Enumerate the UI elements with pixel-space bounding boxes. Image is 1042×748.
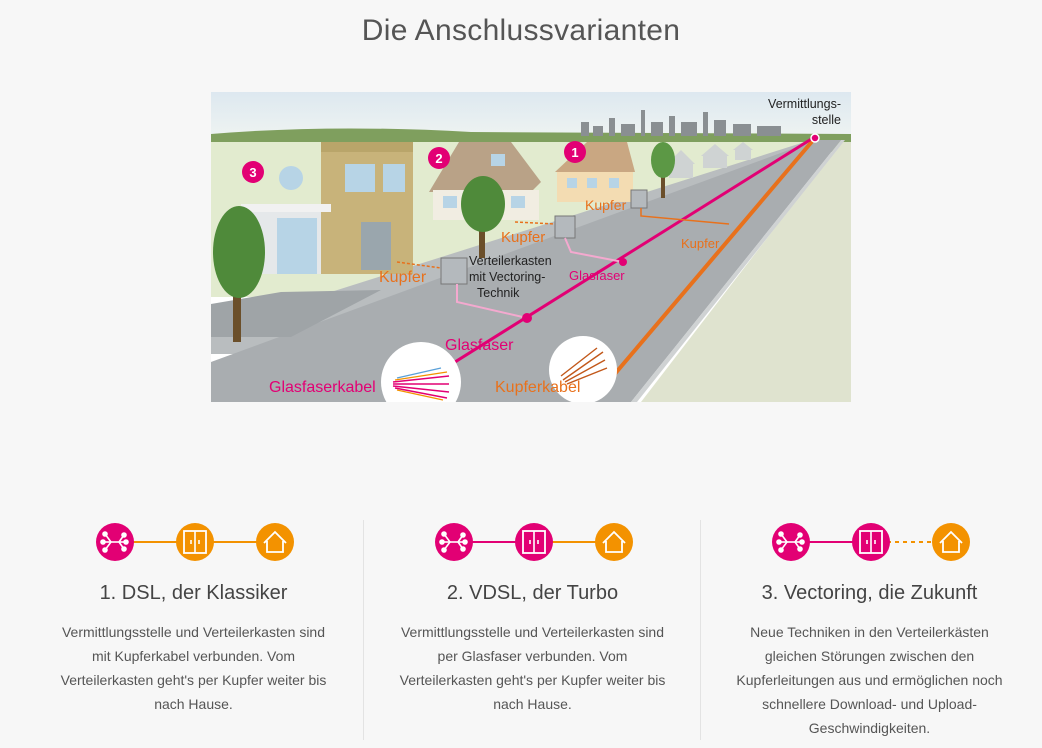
- cabinet-mid: [554, 215, 576, 239]
- variant-title: 1. DSL, der Klassiker: [99, 582, 288, 604]
- variant-vectoring: 3. Vectoring, die Zukunft Neue Techniken…: [700, 520, 1038, 740]
- house-1: [555, 142, 635, 202]
- label-cabinet-3: Technik: [477, 286, 520, 300]
- label-copper-house-1: Kupfer: [585, 197, 627, 213]
- label-copper-house-2: Kupfer: [501, 229, 545, 246]
- copper-house-2: [514, 221, 556, 225]
- network-icon: [435, 523, 473, 561]
- connection-chain: [772, 523, 970, 561]
- copper-branch-1: [640, 208, 730, 225]
- connection-chain: [435, 523, 633, 561]
- variant-description: Neue Techniken in den Verteilerkästen gl…: [736, 624, 1003, 736]
- label-cabinet: Verteilerkasten: [469, 254, 552, 268]
- label-cabinet-2: mit Vectoring-: [469, 270, 545, 284]
- label-copper-road: Kupfer: [681, 236, 720, 251]
- driveway: [211, 290, 381, 337]
- connection-illustration: 3 2 1 Vermittlungs- stelle Kupfer Kupfer…: [211, 92, 851, 402]
- cabinet-icon: [176, 523, 214, 561]
- fiber-node-2: [619, 258, 627, 266]
- label-fiber-big: Glasfaser: [445, 337, 514, 354]
- badge-3: 3: [242, 161, 264, 183]
- connection-chain: [96, 523, 294, 561]
- cabinet-main: [440, 257, 468, 285]
- sidewalk: [211, 140, 823, 354]
- variant-description: Vermittlungsstelle und Verteilerkasten s…: [399, 624, 666, 712]
- variant-vdsl: 2. VDSL, der Turbo Vermittlungsstelle un…: [363, 520, 701, 740]
- label-exchange-2: stelle: [812, 113, 841, 127]
- variant-dsl: 1. DSL, der Klassiker Vermittlungsstelle…: [25, 520, 362, 740]
- svg-text:2: 2: [435, 151, 442, 166]
- exchange-node: [810, 133, 820, 143]
- tree-middle: [461, 176, 505, 258]
- badge-2: 2: [428, 147, 450, 169]
- fiber-branch-2: [564, 237, 624, 263]
- label-copper-cable: Kupferkabel: [495, 379, 580, 396]
- svg-text:3: 3: [249, 165, 256, 180]
- house-icon: [932, 523, 970, 561]
- tree-right: [651, 142, 675, 198]
- variant-title: 2. VDSL, der Turbo: [446, 582, 619, 604]
- badge-1: 1: [564, 141, 586, 163]
- copper-cable-cross-section: [549, 336, 617, 402]
- label-fiber-cable: Glasfaserkabel: [269, 379, 376, 396]
- road-edge: [631, 140, 845, 402]
- label-exchange: Vermittlungs-: [768, 97, 841, 111]
- house-3: [241, 142, 413, 274]
- network-icon: [772, 523, 810, 561]
- fiber-trunk: [390, 136, 814, 402]
- fiber-node-1: [522, 313, 532, 323]
- cabinet-icon: [852, 523, 890, 561]
- cabinet-far: [630, 189, 648, 209]
- svg-text:1: 1: [571, 145, 578, 160]
- variant-description: Vermittlungsstelle und Verteilerkasten s…: [60, 624, 327, 712]
- house-icon: [256, 523, 294, 561]
- fiber-branch-1: [456, 284, 528, 319]
- copper-house-3: [396, 261, 442, 269]
- lawn-right: [641, 142, 851, 402]
- label-fiber-small: Glasfaser: [569, 268, 625, 283]
- label-copper-house-3: Kupfer: [379, 269, 427, 286]
- fiber-cable-cross-section: [381, 342, 461, 402]
- page-title: Die Anschlussvarianten: [361, 14, 681, 47]
- tree-left: [213, 206, 265, 342]
- variant-title: 3. Vectoring, die Zukunft: [761, 582, 978, 604]
- house-icon: [595, 523, 633, 561]
- network-icon: [96, 523, 134, 561]
- copper-trunk: [589, 136, 817, 402]
- skyline: [581, 110, 781, 136]
- cabinet-icon: [515, 523, 553, 561]
